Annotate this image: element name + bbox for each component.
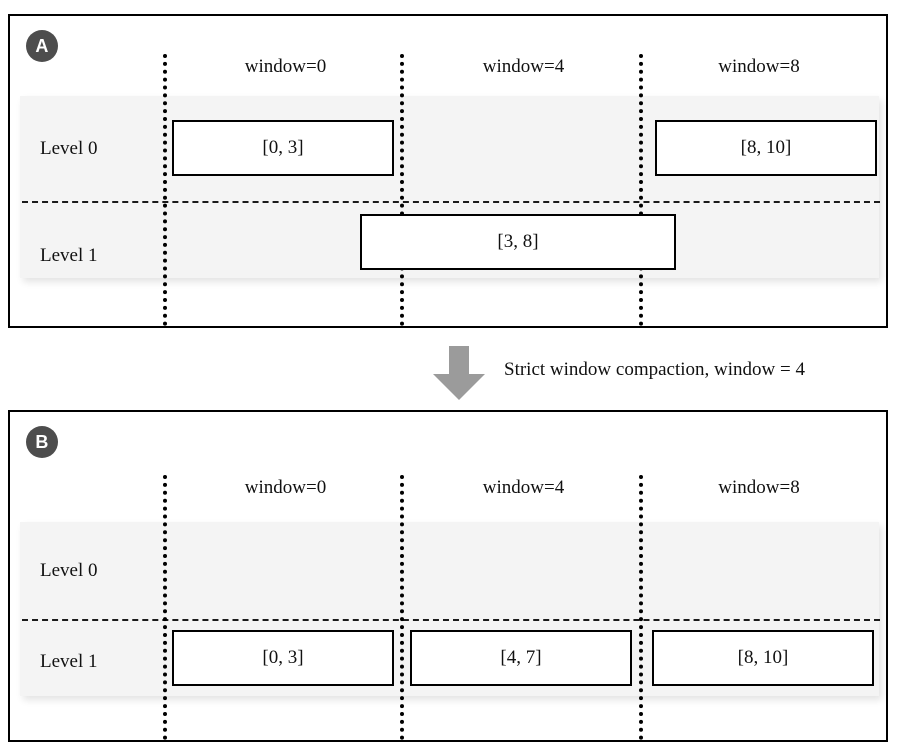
panel-a-window-label-4: window=4 [482, 56, 565, 77]
panel-a-window-label-0: window=0 [244, 56, 327, 77]
panel-b-window-boundary-8 [639, 475, 643, 740]
panel-b-level-separator [22, 619, 880, 621]
panel-a-window-boundary-8 [639, 54, 643, 326]
panel-b-interval-box-level1-4-7: [4, 7] [410, 630, 632, 686]
panel-a-interval-box-level0-8-10: [8, 10] [655, 120, 877, 176]
panel-a-window-label-8: window=8 [718, 56, 800, 77]
panel-b-window-boundary-4 [400, 475, 404, 740]
panel-a: A window=0 window=4 window=8 Level 0 Lev… [8, 14, 888, 328]
panel-b-window-label-8: window=8 [718, 477, 800, 498]
transition-group: Strict window compaction, window = 4 [0, 340, 906, 404]
panel-a-interval-box-level1-3-8: [3, 8] [360, 214, 676, 270]
panel-b: B window=0 window=4 window=8 Level 0 Lev… [8, 410, 888, 742]
transition-caption: Strict window compaction, window = 4 [504, 359, 805, 380]
panel-b-badge: B [26, 426, 58, 458]
panel-a-level-0-label: Level 0 [40, 138, 98, 159]
panel-b-interval-box-level1-8-10: [8, 10] [652, 630, 874, 686]
down-arrow-icon [433, 346, 485, 400]
panel-b-level-0-label: Level 0 [40, 560, 98, 581]
panel-b-window-label-4: window=4 [482, 477, 565, 498]
panel-b-interval-box-level1-0-3: [0, 3] [172, 630, 394, 686]
panel-a-badge: A [26, 30, 58, 62]
panel-b-window-label-0: window=0 [244, 477, 327, 498]
panel-b-window-boundary-0 [163, 475, 167, 740]
panel-a-window-boundary-0 [163, 54, 167, 326]
panel-a-level-separator [22, 201, 880, 203]
panel-a-window-boundary-4 [400, 54, 404, 326]
panel-b-level-1-label: Level 1 [40, 651, 98, 672]
panel-a-interval-box-level0-0-3: [0, 3] [172, 120, 394, 176]
panel-a-level-1-label: Level 1 [40, 245, 98, 266]
